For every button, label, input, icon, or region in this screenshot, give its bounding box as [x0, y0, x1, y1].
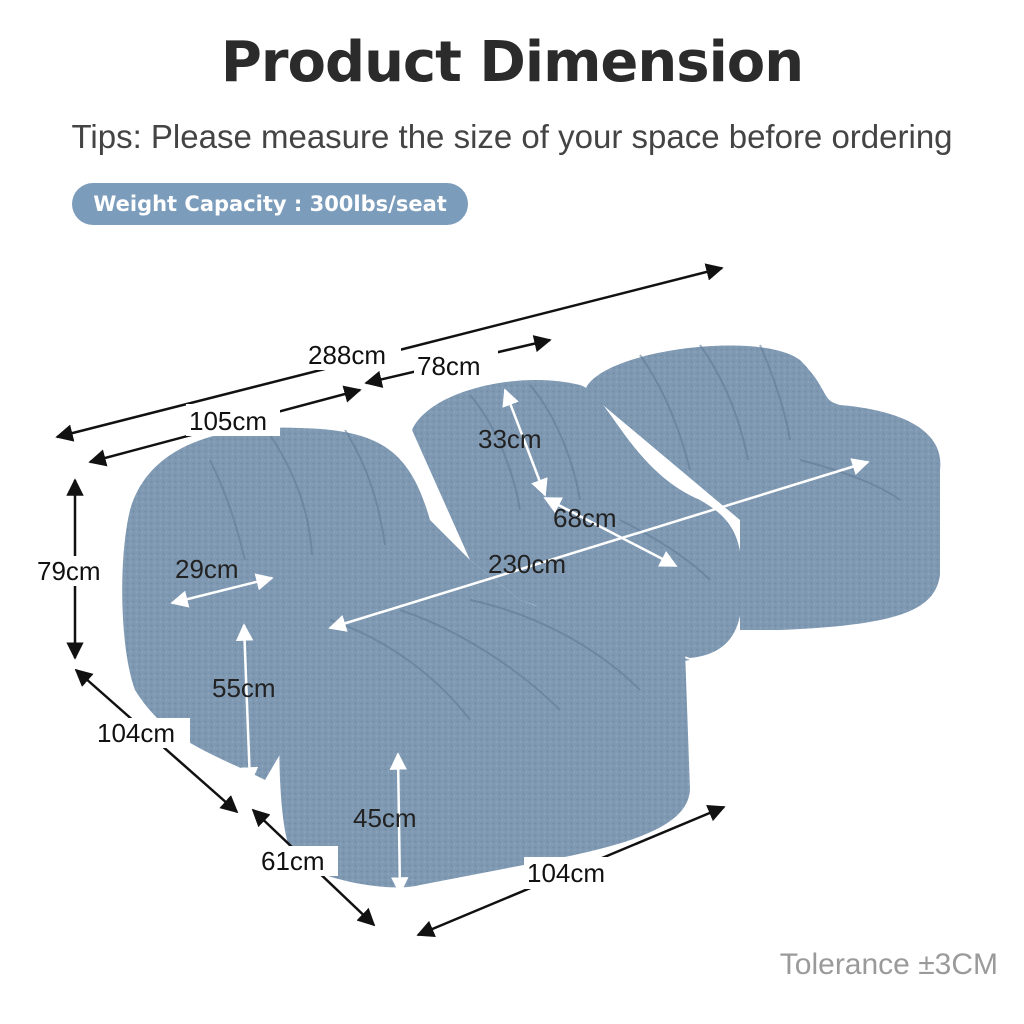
label-29: 29cm — [175, 554, 239, 584]
label-288: 288cm — [308, 340, 386, 370]
label-45: 45cm — [353, 803, 417, 833]
label-230: 230cm — [488, 549, 566, 579]
label-68: 68cm — [553, 503, 617, 533]
tips-text: Tips: Please measure the size of your sp… — [71, 118, 953, 155]
label-104-bottom: 104cm — [527, 858, 605, 888]
label-78: 78cm — [417, 351, 481, 381]
inner-dimension-lines — [170, 388, 870, 895]
dimension-labels: 288cm 105cm 78cm 79cm 33cm 68cm 29cm 230… — [36, 338, 620, 889]
label-79: 79cm — [37, 556, 101, 586]
tolerance-note: Tolerance ±3CM — [779, 948, 998, 981]
label-105: 105cm — [189, 406, 267, 436]
dim-line-45 — [389, 752, 409, 895]
label-61: 61cm — [261, 846, 325, 876]
dim-line-55 — [235, 623, 259, 785]
label-104-left: 104cm — [97, 718, 175, 748]
label-55: 55cm — [212, 673, 276, 703]
label-33: 33cm — [478, 424, 542, 454]
dim-line-230 — [328, 458, 870, 632]
weight-capacity-badge: Weight Capacity : 300lbs/seat — [72, 183, 468, 225]
page-title: Product Dimension — [220, 30, 804, 95]
dim-line-29 — [170, 573, 274, 608]
